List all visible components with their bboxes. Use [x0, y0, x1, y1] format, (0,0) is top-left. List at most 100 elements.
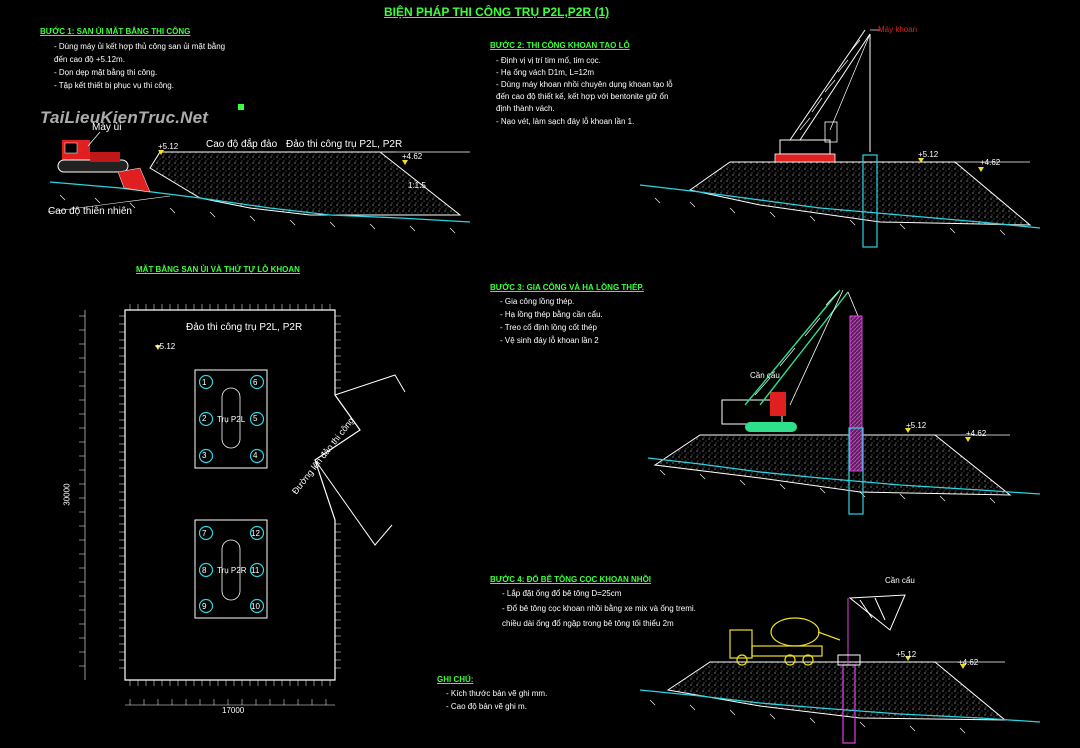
- step1-line: - Dọn dẹp mặt bằng thi công.: [54, 68, 158, 77]
- step4-island-fill: [666, 661, 1007, 721]
- plan-heading: MẶT BẰNG SAN ỦI VÀ THỨ TỰ LỖ KHOAN: [136, 265, 300, 274]
- step4-heading: BƯỚC 4: ĐỔ BÊ TÔNG CỌC KHOAN NHỒI: [490, 575, 652, 584]
- pile-circle: [198, 562, 214, 578]
- pile-number: 4: [253, 451, 258, 460]
- step4-water-line: [639, 689, 1041, 723]
- pier-p2r-label: Trụ P2R: [217, 566, 247, 575]
- step3-line: - Hạ lồng thép bằng cần cẩu.: [500, 310, 603, 319]
- pile-circle: [198, 598, 214, 614]
- step1-section: [47, 104, 471, 234]
- plan-dim-width: 17000: [222, 706, 245, 715]
- drilling-rig-icon: [774, 29, 871, 163]
- step2-line: - Hạ ống vách D1m, L=12m: [496, 68, 595, 77]
- step1-island-label: Đảo thi công trụ P2L, P2R: [286, 139, 403, 150]
- step4-crane-icon: [848, 594, 906, 631]
- pier-p2r-outline: [194, 519, 268, 619]
- pile-circle: [249, 448, 265, 464]
- notes-line: - Kích thước bản vẽ ghi mm.: [446, 689, 548, 698]
- step1-heading: BƯỚC 1: SAN ỦI MẶT BẰNG THI CÔNG: [40, 27, 191, 36]
- pile-number: 2: [202, 414, 207, 423]
- pile-circle: [249, 374, 265, 390]
- step1-line: - Tập kết thiết bị phục vụ thi công.: [54, 81, 174, 90]
- step1-line: - Dùng máy ủi kết hợp thủ công san ủi mặ…: [54, 42, 226, 51]
- pile-number: 9: [202, 602, 207, 611]
- watermark: TaiLieuKienTruc.Net: [40, 108, 208, 128]
- pile-circle: [249, 562, 265, 578]
- step4-line: - Đổ bê tông cọc khoan nhồi bằng xe mix …: [502, 604, 696, 613]
- notes-heading: GHI CHÚ:: [437, 675, 474, 684]
- step2-elev-top: +5.12: [918, 150, 939, 159]
- step2-line: - Nạo vét, làm sạch đáy lỗ khoan lần 1.: [496, 117, 635, 126]
- step2-line: định thành vách.: [496, 104, 555, 113]
- step2-elev-side: +4.62: [980, 158, 1001, 167]
- crawler-crane-icon: [721, 289, 859, 432]
- step4-elev-top: +5.12: [896, 650, 917, 659]
- step4-casing: [837, 654, 861, 666]
- plan-island-label: Đảo thi công trụ P2L, P2R: [186, 322, 303, 333]
- step2-heading: BƯỚC 2: THI CÔNG KHOAN TẠO LỖ: [490, 41, 630, 50]
- pile-number: 1: [202, 378, 207, 387]
- pile-number: 12: [251, 529, 260, 538]
- step3-section: [647, 289, 1041, 515]
- concrete-mixer-icon: [729, 617, 841, 666]
- pier-p2l-outline: [194, 369, 268, 469]
- pile-circle: [249, 411, 265, 427]
- step3-elev-side: +4.62: [966, 429, 987, 438]
- pile-number: 8: [202, 566, 207, 575]
- step3-line: - Treo cố định lồng cốt thép: [500, 323, 597, 332]
- step2-water-line: [639, 184, 1041, 229]
- step1-natural-label: Cao độ thiên nhiên: [48, 206, 132, 217]
- dozer-label: Máy ủi: [92, 122, 122, 133]
- watermark-text: TaiLieuKienTruc.Net: [40, 108, 209, 127]
- step1-water-line: [49, 181, 471, 223]
- plan-elev: +5.12: [155, 342, 176, 351]
- pile-number: 11: [251, 566, 260, 575]
- step3-casing: [848, 427, 864, 515]
- step3-crane-label: Cần cẩu: [750, 371, 780, 380]
- step2-section: [639, 29, 1041, 248]
- step4-elev-side: +4.62: [958, 658, 979, 667]
- pile-number: 3: [202, 451, 207, 460]
- pile-circle: [249, 598, 265, 614]
- plan-view: [79, 304, 406, 706]
- pier-p2l-label: Trụ P2L: [217, 415, 246, 424]
- pile-number: 5: [253, 414, 258, 423]
- step4-line: - Lắp đặt ống đổ bê tông D=25cm: [502, 589, 622, 598]
- step2-line: - Dùng máy khoan nhồi chuyên dụng khoan …: [496, 80, 673, 89]
- step3-island-fill: [653, 434, 1012, 496]
- plan-island-outline: [124, 309, 361, 681]
- pile-circle: [198, 411, 214, 427]
- bulldozer-icon: [57, 140, 151, 193]
- step3-elev-top: +5.12: [906, 421, 927, 430]
- step4-line: chiều dài ống đổ ngập trong bê tông tối …: [502, 619, 674, 628]
- pile-number: 10: [251, 602, 260, 611]
- step1-island-top-label: Cao độ đắp đảo: [206, 139, 278, 150]
- step3-line: - Vệ sinh đáy lỗ khoan lần 2: [500, 336, 599, 345]
- notes-line: - Cao độ bản vẽ ghi m.: [446, 702, 527, 711]
- pile-number: 7: [202, 529, 207, 538]
- pile-circle: [249, 525, 265, 541]
- step1-slope: 1:1.5: [408, 181, 426, 190]
- plan-dim-height: 30000: [62, 483, 72, 506]
- step2-island-fill: [688, 161, 1032, 226]
- plan-access-road: [314, 374, 406, 546]
- pile-circle: [198, 525, 214, 541]
- step4-crane-label: Cần cẩu: [885, 576, 915, 585]
- pile-number: 6: [253, 378, 258, 387]
- step2-line: đến cao độ thiết kế, kết hợp với bentoni…: [496, 92, 669, 101]
- step1-elev-side: +4.62: [402, 152, 423, 161]
- casing-icon: [862, 154, 878, 248]
- step3-water-line: [647, 457, 1041, 495]
- step2-machine-label: Máy khoan: [878, 25, 918, 34]
- page-title: BIỆN PHÁP THI CÔNG TRỤ P2L,P2R (1): [384, 5, 610, 19]
- step1-line: đến cao độ +5.12m.: [54, 55, 125, 64]
- step1-elev-top: +5.12: [158, 142, 179, 151]
- step3-heading: BƯỚC 3: GIA CÔNG VÀ HẠ LỒNG THÉP.: [490, 283, 644, 292]
- step2-line: - Định vị vị trí tim mố, tim cọc.: [496, 56, 601, 65]
- step4-section: [639, 594, 1041, 744]
- pile-circle: [198, 448, 214, 464]
- pile-circle: [198, 374, 214, 390]
- step3-line: - Gia công lồng thép.: [500, 297, 575, 306]
- steel-cage-icon: [849, 315, 863, 472]
